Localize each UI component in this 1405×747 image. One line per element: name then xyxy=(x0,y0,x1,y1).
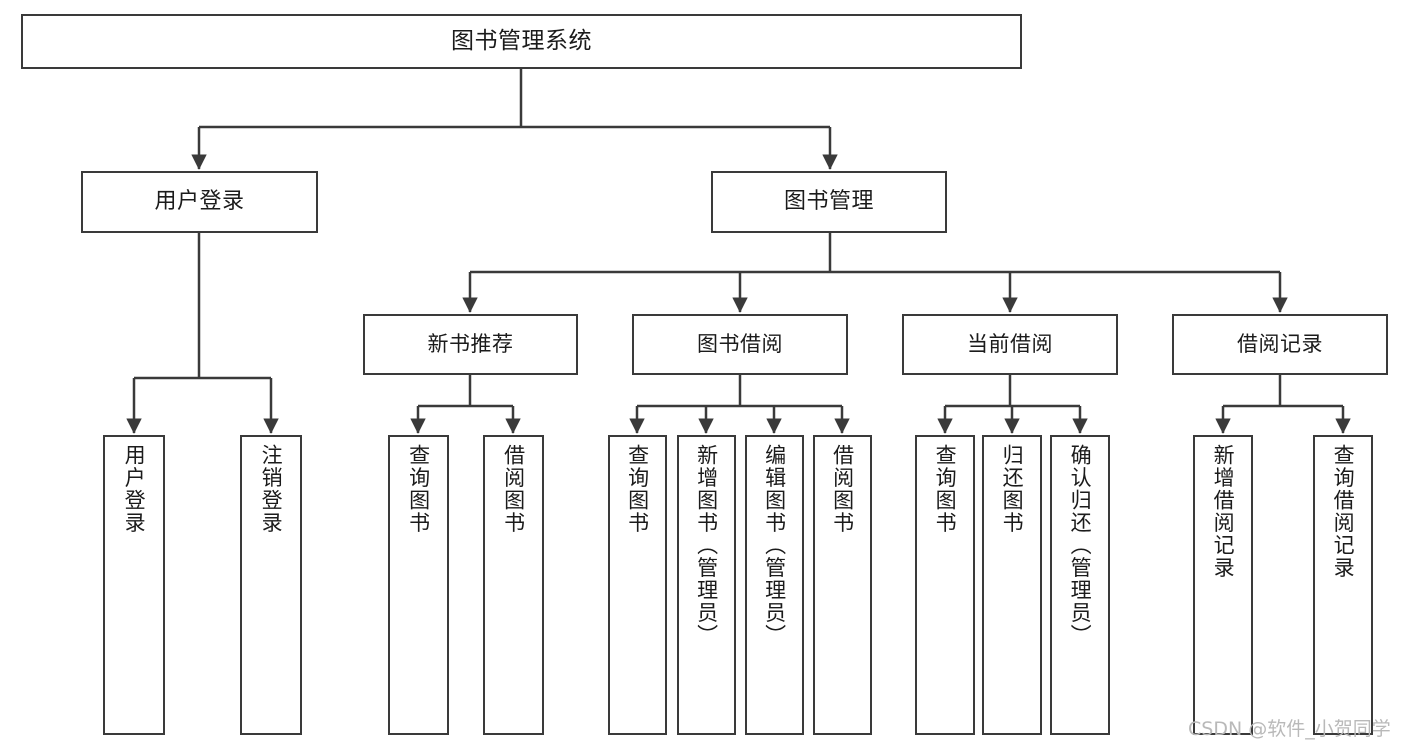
leaf-query-book-borrow-label: 查询图书 xyxy=(625,444,650,534)
node-book-manage-label: 图书管理 xyxy=(783,188,874,214)
node-book-borrow-label: 图书借阅 xyxy=(697,331,783,356)
node-current-borrow-label: 当前借阅 xyxy=(967,331,1053,356)
node-new-book-recommend[interactable]: 新书推荐 xyxy=(363,314,578,375)
leaf-query-book-rec[interactable]: 查询图书 xyxy=(388,435,449,735)
node-borrow-record-label: 借阅记录 xyxy=(1237,331,1323,356)
leaf-query-book-borrow[interactable]: 查询图书 xyxy=(608,435,667,735)
node-new-book-recommend-label: 新书推荐 xyxy=(427,331,514,356)
leaf-borrow-book-label: 借阅图书 xyxy=(830,444,855,534)
leaf-add-book-admin-label: 新增图书（管理员） xyxy=(694,444,719,647)
node-current-borrow[interactable]: 当前借阅 xyxy=(902,314,1118,375)
node-borrow-record[interactable]: 借阅记录 xyxy=(1172,314,1388,375)
leaf-return-book[interactable]: 归还图书 xyxy=(982,435,1042,735)
leaf-borrow-book[interactable]: 借阅图书 xyxy=(813,435,872,735)
leaf-add-borrow-record[interactable]: 新增借阅记录 xyxy=(1193,435,1253,735)
leaf-query-book-rec-label: 查询图书 xyxy=(406,444,431,534)
leaf-confirm-return-admin[interactable]: 确认归还（管理员） xyxy=(1050,435,1110,735)
leaf-borrow-book-rec[interactable]: 借阅图书 xyxy=(483,435,544,735)
leaf-add-book-admin[interactable]: 新增图书（管理员） xyxy=(677,435,736,735)
leaf-logout[interactable]: 注销登录 xyxy=(240,435,302,735)
leaf-return-book-label: 归还图书 xyxy=(1000,444,1025,534)
leaf-confirm-return-admin-label: 确认归还（管理员） xyxy=(1068,444,1093,647)
leaf-query-borrow-record[interactable]: 查询借阅记录 xyxy=(1313,435,1373,735)
leaf-user-login-label: 用户登录 xyxy=(122,444,147,534)
leaf-user-login[interactable]: 用户登录 xyxy=(103,435,165,735)
leaf-query-book-current[interactable]: 查询图书 xyxy=(915,435,975,735)
leaf-query-book-current-label: 查询图书 xyxy=(933,444,958,534)
node-root-label: 图书管理系统 xyxy=(451,27,592,54)
node-book-manage[interactable]: 图书管理 xyxy=(711,171,947,233)
watermark: CSDN @软件_小贺同学 xyxy=(1188,718,1391,740)
leaf-logout-label: 注销登录 xyxy=(259,444,284,534)
node-book-borrow[interactable]: 图书借阅 xyxy=(632,314,848,375)
node-root[interactable]: 图书管理系统 xyxy=(21,14,1022,69)
node-user-login-label: 用户登录 xyxy=(154,188,245,214)
leaf-borrow-book-rec-label: 借阅图书 xyxy=(501,444,526,534)
leaf-edit-book-admin[interactable]: 编辑图书（管理员） xyxy=(745,435,804,735)
node-user-login[interactable]: 用户登录 xyxy=(81,171,318,233)
leaf-edit-book-admin-label: 编辑图书（管理员） xyxy=(762,444,787,647)
leaf-query-borrow-record-label: 查询借阅记录 xyxy=(1331,444,1356,579)
leaf-add-borrow-record-label: 新增借阅记录 xyxy=(1211,444,1236,579)
